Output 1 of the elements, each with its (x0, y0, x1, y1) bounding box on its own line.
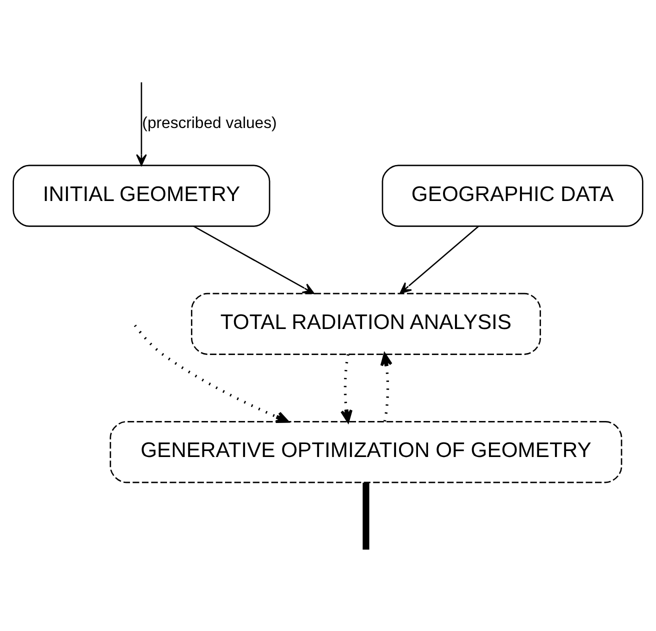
edge-label: (prescribed values) (142, 114, 277, 132)
